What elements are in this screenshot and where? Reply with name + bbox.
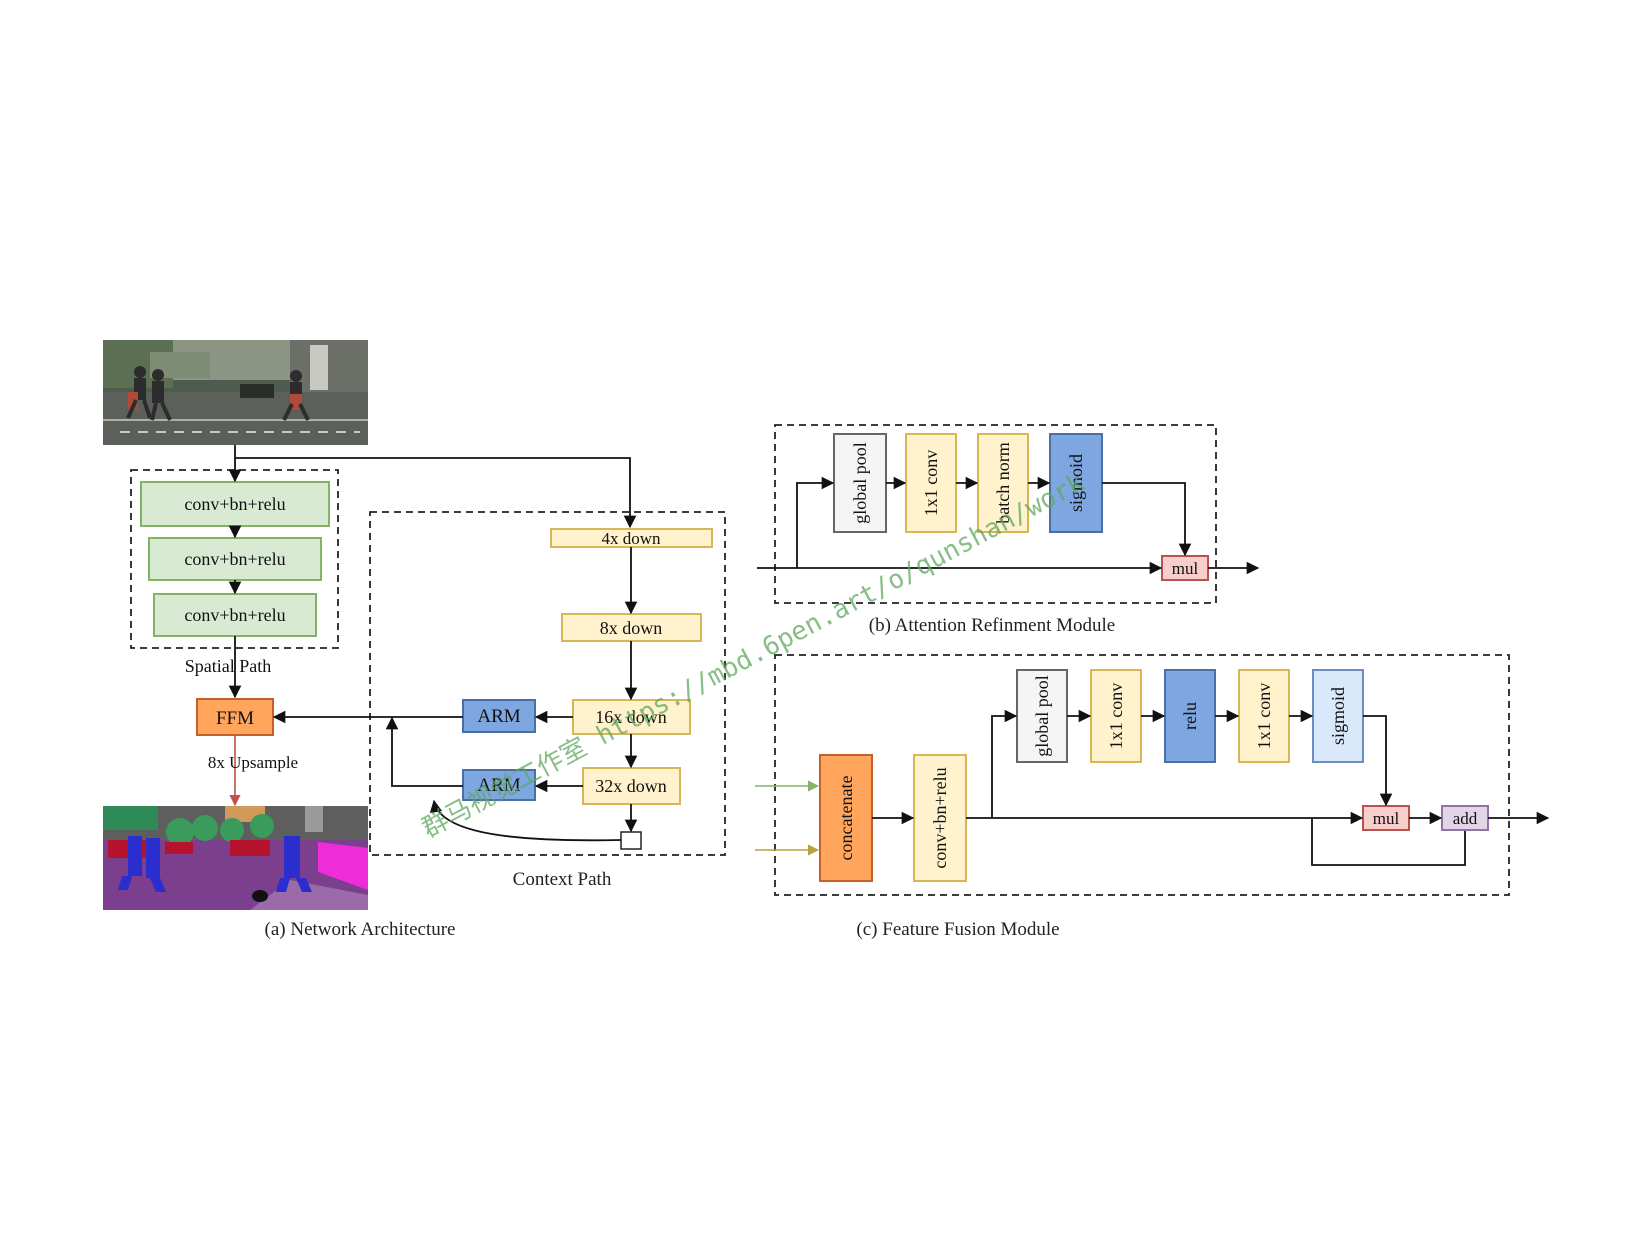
- context-block-32x-label: 32x down: [595, 776, 667, 796]
- watermark: 群马视觉工作室 https://mbd.6pen.art/o/qunshan/w…: [417, 468, 1090, 845]
- ffm-add-label: add: [1453, 809, 1478, 828]
- arm-sig-mul-arrow: [1102, 482, 1192, 557]
- spatial-block-3: conv+bn+relu: [153, 593, 317, 637]
- arrow-pool-to-arm2: [429, 799, 622, 842]
- spatial-block-2: conv+bn+relu: [148, 537, 322, 581]
- context-block-32x: 32x down: [582, 767, 681, 805]
- spatial-block-1: conv+bn+relu: [140, 481, 330, 527]
- ffm-conv-bn-relu: conv+bn+relu: [913, 754, 967, 882]
- ffm-conv-1x1-a-label: 1x1 conv: [1106, 683, 1126, 750]
- arm-mul-label: mul: [1172, 559, 1199, 578]
- arm-branch-arrow: [796, 476, 835, 568]
- context-path-label: Context Path: [513, 869, 612, 890]
- arm-block-1: ARM: [462, 699, 536, 733]
- arm-module-container: [774, 424, 1217, 604]
- arm-global-pool-label: global pool: [850, 442, 870, 524]
- ffm-sig-mul-arrow: [1363, 715, 1393, 807]
- ffm-conv-1x1-b-label: 1x1 conv: [1254, 683, 1274, 750]
- ffm-sigmoid-label: sigmoid: [1328, 687, 1348, 745]
- ffm-conv-bn-relu-label: conv+bn+relu: [930, 767, 950, 868]
- spatial-block-1-label: conv+bn+relu: [184, 494, 285, 514]
- ffm-conv-1x1-b: 1x1 conv: [1238, 669, 1290, 763]
- ffm-concatenate: concatenate: [819, 754, 873, 882]
- output-segmentation-image: [103, 806, 368, 910]
- caption-a: (a) Network Architecture: [265, 919, 456, 940]
- global-pool-node: [620, 831, 642, 850]
- arm-batch-norm: batch norm: [977, 433, 1029, 533]
- arm-batch-norm-label: batch norm: [993, 442, 1013, 523]
- arm-mul: mul: [1161, 555, 1209, 581]
- ffm-relu: relu: [1164, 669, 1216, 763]
- ffm-branch-arrow: [991, 709, 1018, 818]
- arm-block-2-label: ARM: [477, 775, 520, 796]
- arm-conv-1x1-label: 1x1 conv: [921, 450, 941, 517]
- arm-conv-1x1: 1x1 conv: [905, 433, 957, 533]
- spatial-block-2-label: conv+bn+relu: [184, 549, 285, 569]
- arrow-input-to-context: [235, 457, 637, 529]
- ffm-residual-line: [1311, 818, 1466, 866]
- ffm-block: FFM: [196, 698, 274, 736]
- spatial-path-label: Spatial Path: [185, 656, 272, 676]
- arm-block-2: ARM: [462, 769, 536, 801]
- ffm-label: FFM: [216, 708, 254, 729]
- ffm-mul-label: mul: [1373, 809, 1400, 828]
- context-block-4x-label: 4x down: [601, 529, 661, 548]
- upsample-label: 8x Upsample: [208, 753, 298, 772]
- context-block-8x: 8x down: [561, 613, 702, 642]
- ffm-mul: mul: [1362, 805, 1410, 831]
- ffm-sigmoid: sigmoid: [1312, 669, 1364, 763]
- ffm-relu-label: relu: [1180, 702, 1200, 730]
- arm-block-1-label: ARM: [477, 706, 520, 727]
- arm-sigmoid: sigmoid: [1049, 433, 1103, 533]
- arm-global-pool: global pool: [833, 433, 887, 533]
- caption-c: (c) Feature Fusion Module: [856, 919, 1059, 940]
- ffm-global-pool: global pool: [1016, 669, 1068, 763]
- context-block-16x-label: 16x down: [595, 707, 667, 727]
- arrow-arm2-to-merge: [385, 716, 463, 787]
- ffm-add: add: [1441, 805, 1489, 831]
- ffm-conv-1x1-a: 1x1 conv: [1090, 669, 1142, 763]
- context-block-8x-label: 8x down: [600, 618, 663, 638]
- caption-b: (b) Attention Refinment Module: [869, 615, 1115, 636]
- spatial-block-3-label: conv+bn+relu: [184, 605, 285, 625]
- ffm-concatenate-label: concatenate: [836, 776, 856, 861]
- context-block-16x: 16x down: [572, 699, 691, 735]
- context-path-container: [369, 511, 726, 856]
- context-block-4x: 4x down: [550, 528, 713, 548]
- ffm-module-container: [774, 654, 1510, 896]
- input-street-image: [103, 340, 368, 445]
- ffm-global-pool-label: global pool: [1032, 675, 1052, 757]
- arm-sigmoid-label: sigmoid: [1066, 454, 1086, 512]
